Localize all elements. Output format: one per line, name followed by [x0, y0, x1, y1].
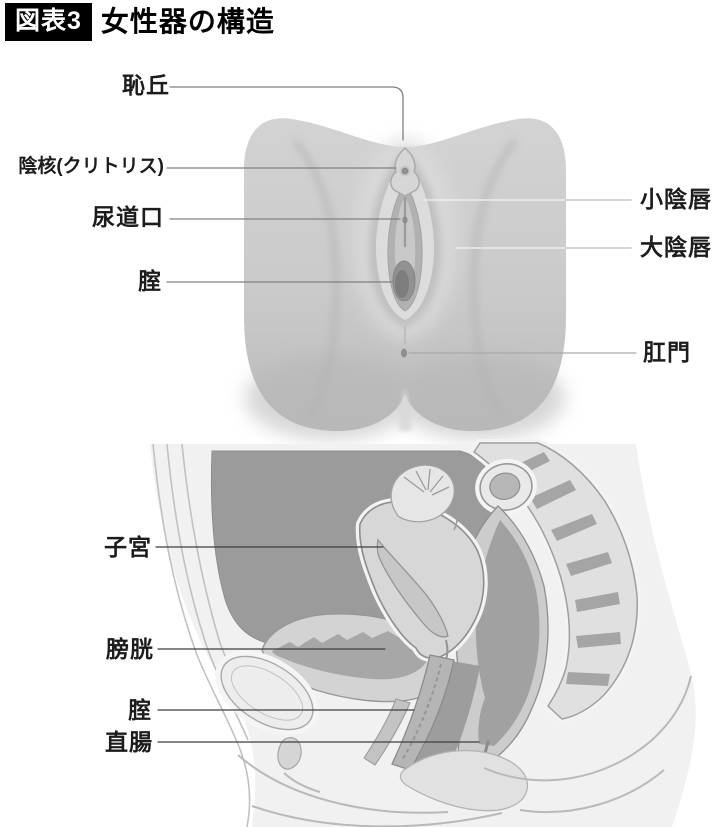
pelvic-cross-section-diagram [150, 439, 696, 827]
uterine-cavity [376, 538, 449, 638]
urethra-canal [363, 698, 411, 766]
perineal-body [399, 749, 528, 812]
urethral-opening-dot [402, 216, 408, 224]
pubic-bone [215, 650, 319, 736]
label-uterus: 子宮 [104, 534, 152, 560]
vagina-rugae [401, 663, 442, 761]
label-rectum: 直腸 [105, 729, 153, 755]
label-clitoris: 陰核(クリトリス) [18, 156, 164, 177]
sigmoid-colon [475, 458, 537, 516]
anus-dot [401, 348, 407, 358]
rectovaginal-muscle [406, 660, 480, 774]
label-mons-pubis: 恥丘 [122, 72, 170, 98]
bladder-interior [272, 631, 428, 680]
figure-header: 図表3 女性器の構造 [5, 3, 275, 41]
vaginal-opening-shadow [395, 270, 409, 298]
figure-title: 女性器の構造 [100, 6, 275, 37]
leader-lines [155, 86, 637, 743]
label-labia-minora: 小陰唇 [640, 186, 712, 212]
body-fold-lines [237, 675, 692, 827]
fimbriae-lines [403, 468, 450, 496]
figure-number-tag: 図表3 [5, 3, 92, 41]
label-vagina-external: 腟 [138, 268, 162, 294]
mons-leader [169, 86, 404, 141]
label-labia-majora: 大陰唇 [640, 234, 712, 260]
label-anus: 肛門 [643, 339, 691, 365]
buttock-shading [245, 356, 565, 440]
label-vagina-section: 腟 [128, 697, 152, 723]
label-bladder: 膀胱 [106, 636, 154, 662]
gluteal-cleft [398, 388, 412, 431]
fallopian-tube [451, 499, 458, 531]
clitoris-glans [399, 165, 411, 177]
thigh-creases [293, 139, 517, 419]
external-genitalia-diagram [244, 118, 566, 440]
label-urethral-opening: 尿道口 [92, 204, 164, 230]
rectum-lumen [475, 520, 540, 746]
